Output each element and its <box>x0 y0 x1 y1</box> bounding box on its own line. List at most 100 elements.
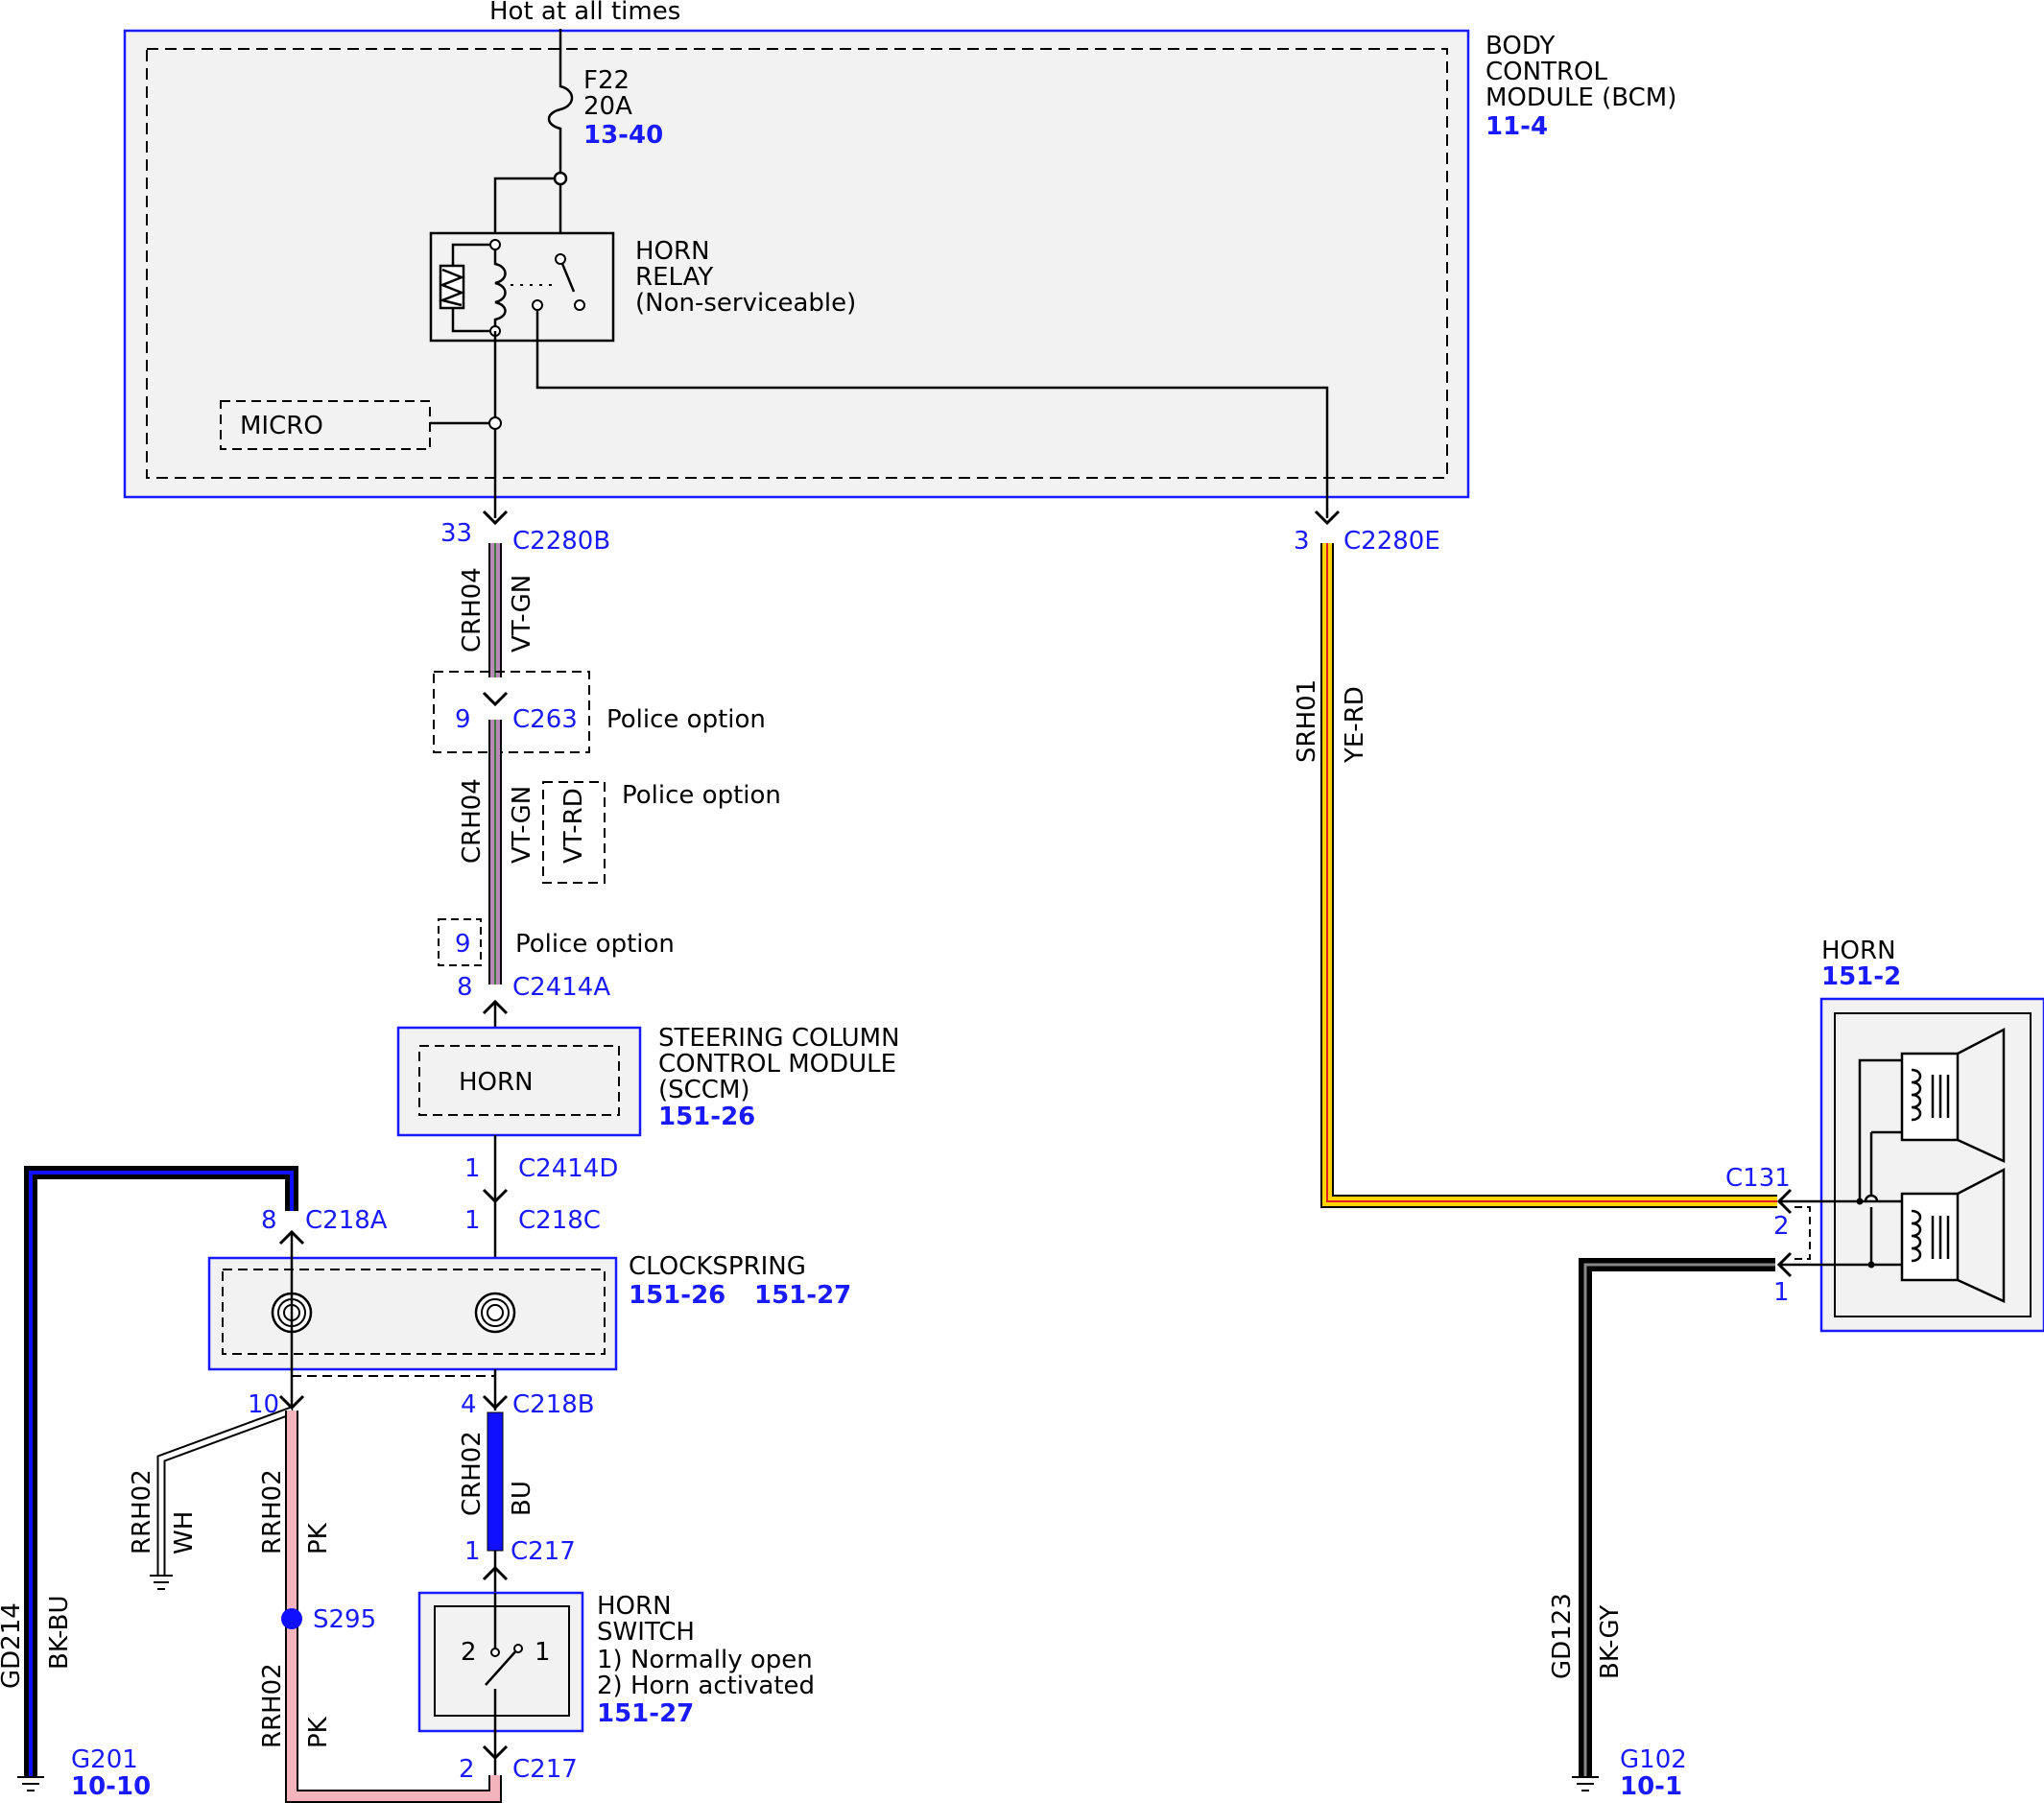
c218c-pin: 1 <box>464 1206 481 1235</box>
c2280e-id: C2280E <box>1343 527 1440 556</box>
body-control-module: BODY CONTROL MODULE (BCM) 11-4 <box>123 29 1676 499</box>
c218a-id: C218A <box>305 1206 388 1235</box>
g102-id: G102 <box>1620 1745 1687 1774</box>
clockspring: CLOCKSPRING 151-26 151-27 <box>207 1252 851 1377</box>
sccm-ref: 151-26 <box>658 1103 755 1131</box>
c2414a-id: C2414A <box>512 973 610 1002</box>
bcm-ref: 11-4 <box>1485 112 1548 141</box>
c217-bottom-pin: 2 <box>459 1755 475 1784</box>
c263-connector: 9 C263 Police option <box>433 671 766 753</box>
rrh02-pk-b-circuit: RRH02 <box>258 1663 287 1748</box>
sccm-name-3: (SCCM) <box>658 1076 750 1104</box>
relay-name-2: RELAY <box>635 263 713 292</box>
sccm-name-2: CONTROL MODULE <box>658 1050 896 1079</box>
horn-name: HORN <box>1821 937 1896 965</box>
c2414d-pin: 1 <box>464 1154 481 1183</box>
clockspring-ref-2: 151-27 <box>754 1281 851 1310</box>
c131-id: C131 <box>1725 1164 1791 1193</box>
rrh02-pk-a-circuit: RRH02 <box>258 1469 287 1554</box>
gd214-wire: 8 C218A GD214 BK-BU G201 10-10 <box>0 1166 388 1801</box>
clockspring-ref-1: 151-26 <box>629 1281 725 1310</box>
c2414a-alt-pin: 9 <box>455 930 471 959</box>
srh01-circuit: SRH01 <box>1293 679 1321 763</box>
crh04-a-circuit: CRH04 <box>458 567 487 652</box>
rrh02-pk-a-color: PK <box>304 1522 333 1554</box>
relay-name-3: (Non-serviceable) <box>635 289 856 318</box>
c218c-id: C218C <box>518 1206 601 1235</box>
c2414a-pin: 8 <box>457 973 473 1002</box>
bcm-name-2: CONTROL <box>1485 58 1607 86</box>
crh04-wire: 33 C2280B CRH04 VT-GN <box>440 510 610 677</box>
police-option-wire: Police option <box>622 781 781 810</box>
horn-ref: 151-2 <box>1821 962 1901 991</box>
c217-top-id: C217 <box>511 1537 576 1566</box>
micro-label: MICRO <box>240 412 323 440</box>
crh04-b-alt-color: VT-RD <box>559 788 588 864</box>
crh04-b-color: VT-GN <box>508 786 536 864</box>
gd214-color: BK-BU <box>45 1596 74 1670</box>
relay-name-1: HORN <box>635 237 710 266</box>
c263-pin: 9 <box>455 705 471 734</box>
crh04-wire-lower: CRH04 VT-GN VT-RD Police option <box>458 720 781 985</box>
c218a-pin: 8 <box>261 1206 277 1235</box>
horn-assembly: HORN 151-2 <box>1779 937 2044 1333</box>
sccm-inner-label: HORN <box>459 1068 534 1097</box>
crh02-color: BU <box>508 1481 536 1516</box>
bcm-name-3: MODULE (BCM) <box>1485 83 1676 112</box>
gd214-circuit: GD214 <box>0 1602 26 1689</box>
c2280e-pin: 3 <box>1294 527 1310 556</box>
c131-pin-a: 2 <box>1773 1212 1790 1241</box>
rrh02-wh-color: WH <box>170 1511 199 1554</box>
c263-police-option: Police option <box>606 705 766 734</box>
srh01-color: YE-RD <box>1341 686 1369 764</box>
c2414d-id: C2414D <box>518 1154 618 1183</box>
rrh02-pk-b-color: PK <box>304 1716 333 1748</box>
c2414a-police-option: Police option <box>515 930 675 959</box>
switch-name-1: HORN <box>597 1592 672 1621</box>
gd123-circuit: GD123 <box>1548 1593 1577 1679</box>
horn-switch: 2 1 HORN SWITCH 1) Normally open 2) Horn… <box>417 1591 815 1784</box>
c2280b-pin: 33 <box>440 519 472 548</box>
rrh02-wires: 10 RRH02 WH RRH02 PK S295 RRH02 PK <box>128 1390 502 1803</box>
switch-pin-left: 2 <box>461 1638 477 1667</box>
crh04-b-circuit: CRH04 <box>458 778 487 864</box>
hot-at-all-times-label: Hot at all times <box>489 0 680 26</box>
c2414a-connector: 9 Police option 8 C2414A <box>438 918 675 1032</box>
crh02-wire: 4 C218B CRH02 BU 1 C217 <box>458 1369 595 1593</box>
clockspring-name: CLOCKSPRING <box>629 1252 806 1281</box>
switch-note-1: 1) Normally open <box>597 1646 813 1674</box>
switch-name-2: SWITCH <box>597 1618 695 1647</box>
g102-ref: 10-1 <box>1620 1772 1682 1801</box>
fuse-id: F22 <box>583 66 630 95</box>
crh04-a-color: VT-GN <box>508 575 536 652</box>
c131-connector: C131 2 1 <box>1725 1164 1811 1307</box>
rrh02-wh-circuit: RRH02 <box>128 1469 156 1554</box>
c218b-pin: 4 <box>461 1390 477 1419</box>
c217-bottom-id: C217 <box>512 1755 578 1784</box>
switch-pin-right: 1 <box>535 1638 551 1667</box>
fuse-ref: 13-40 <box>583 121 663 150</box>
sccm-name-1: STEERING COLUMN <box>658 1024 900 1053</box>
g201-ref: 10-10 <box>71 1772 151 1801</box>
splice-s295-dot <box>281 1608 302 1629</box>
c217-top-pin: 1 <box>464 1537 481 1566</box>
g201-id: G201 <box>71 1745 138 1774</box>
srh01-wire: 3 C2280E SRH01 YE-RD <box>1293 510 1777 1208</box>
bcm-name-1: BODY <box>1485 32 1555 60</box>
c131-pin-b: 1 <box>1773 1278 1790 1307</box>
switch-note-2: 2) Horn activated <box>597 1672 815 1700</box>
c263-id: C263 <box>512 705 578 734</box>
gd123-color: BK-GY <box>1596 1605 1625 1679</box>
c218b-id: C218B <box>512 1390 595 1419</box>
gd123-wire: GD123 BK-GY G102 10-1 <box>1548 1258 1775 1801</box>
sccm-to-clockspring: 1 C2414D 1 C218C <box>464 1135 618 1267</box>
micro-block: MICRO <box>220 331 502 518</box>
fuse-f22: F22 20A 13-40 <box>547 29 663 178</box>
splice-s295-label: S295 <box>313 1605 376 1634</box>
sccm-module: HORN STEERING COLUMN CONTROL MODULE (SCC… <box>396 1024 900 1137</box>
crh02-circuit: CRH02 <box>458 1431 487 1516</box>
c2280b-id: C2280B <box>512 527 610 556</box>
fuse-rating: 20A <box>583 92 632 121</box>
switch-ref: 151-27 <box>597 1699 694 1728</box>
